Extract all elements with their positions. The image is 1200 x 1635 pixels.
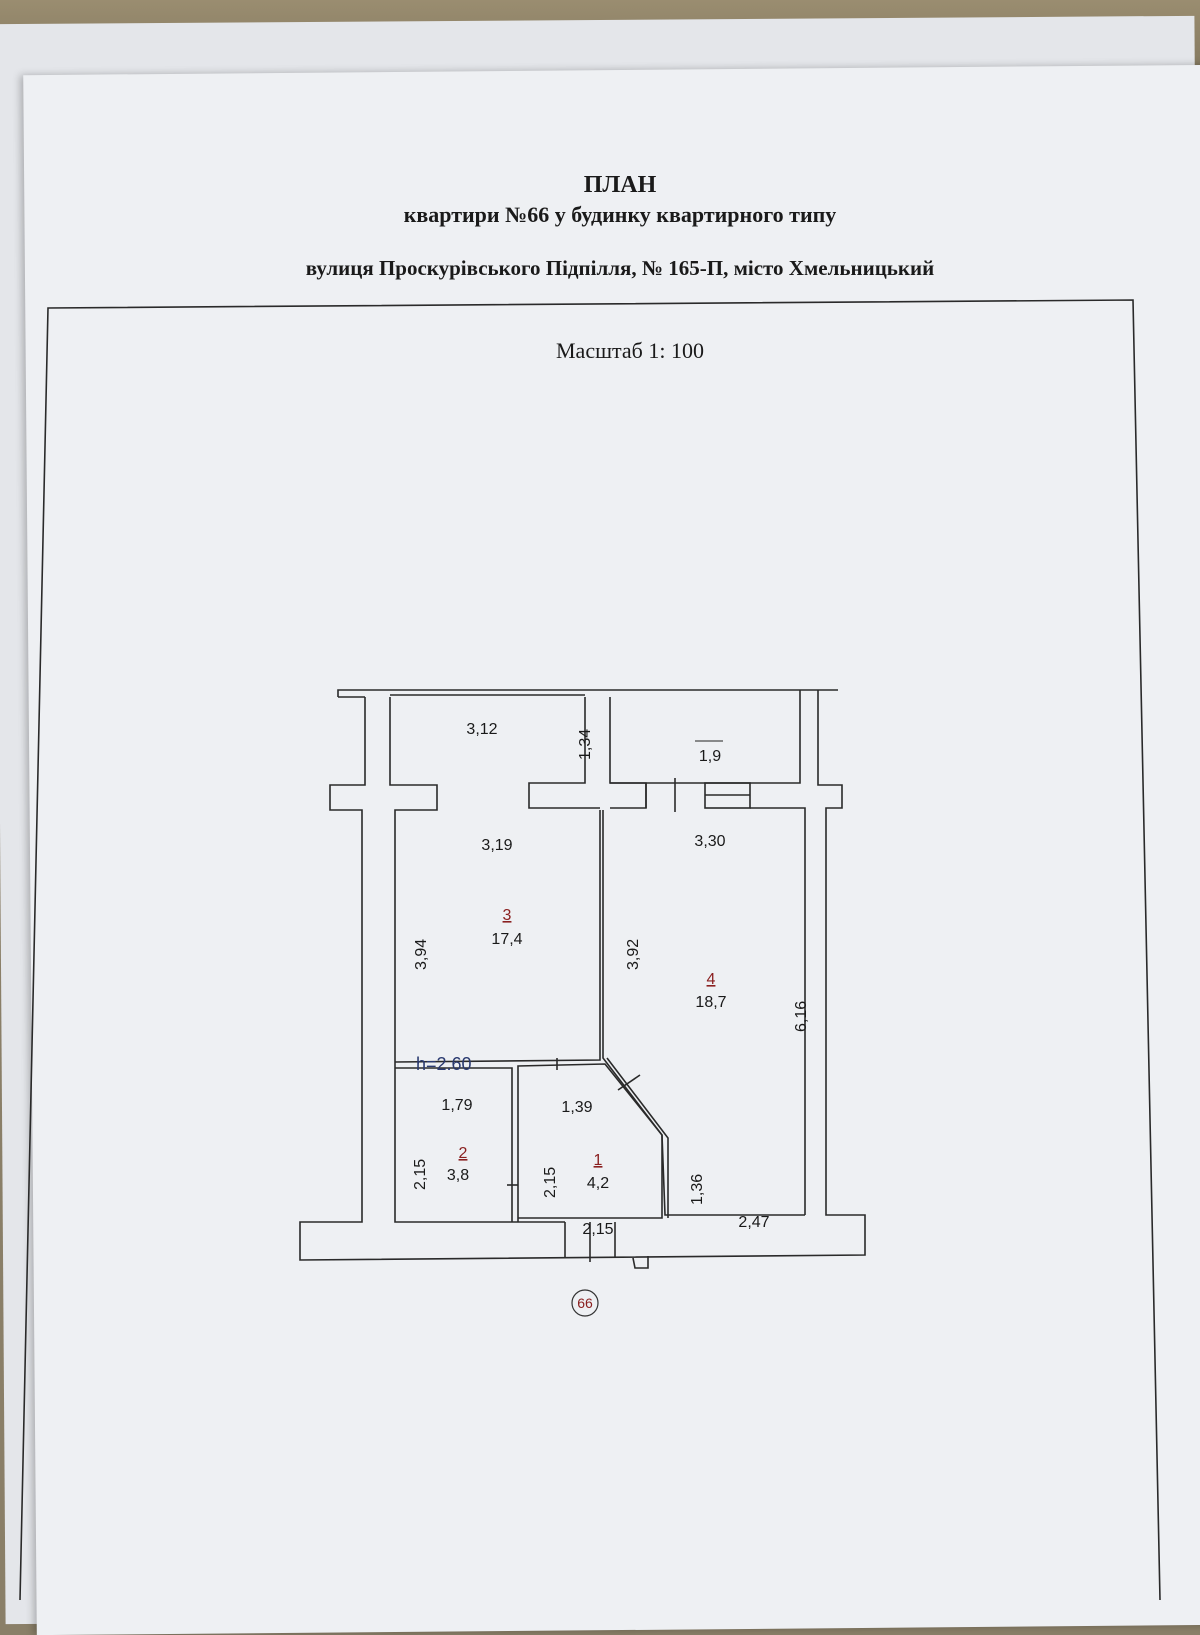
room-number-3: 3 xyxy=(503,907,512,924)
dim-label: 2,15 xyxy=(412,1159,429,1190)
room-number-1: 1 xyxy=(594,1152,603,1169)
dim-label: 2,47 xyxy=(738,1214,769,1231)
walls xyxy=(299,689,866,1269)
apartment-marker-circle xyxy=(571,1289,599,1317)
document-subtitle: квартири №66 у будинку квартирного типу xyxy=(403,202,837,227)
dim-label: 1,39 xyxy=(561,1099,592,1116)
dim-label: 1,36 xyxy=(689,1174,706,1205)
dim-label: 6,16 xyxy=(793,1001,810,1032)
dim-label: 2,15 xyxy=(582,1221,613,1238)
page-frame xyxy=(19,299,1161,1600)
room-number-2: 2 xyxy=(459,1145,468,1162)
floor-plan: Масштаб 1: 100 3,12 1 xyxy=(19,299,1161,1600)
scale-label: Масштаб 1: 100 xyxy=(556,338,704,363)
dim-label: 1,34 xyxy=(577,729,594,760)
dim-label: 3,30 xyxy=(694,833,725,850)
dim-label: 3,94 xyxy=(413,939,430,970)
room-number-4: 4 xyxy=(707,971,716,988)
dim-label: 1,79 xyxy=(441,1097,472,1114)
document-address: вулиця Проскурівського Підпілля, № 165-П… xyxy=(305,256,935,280)
dim-label: 2,15 xyxy=(542,1167,559,1198)
room-area-3: 17,4 xyxy=(491,931,522,948)
room-area-2: 3,8 xyxy=(447,1167,469,1184)
apartment-marker: 66 xyxy=(577,1295,593,1311)
dimension-labels: 3,12 1,34 1,9 3,19 3,30 3 17,4 3,94 3,92… xyxy=(412,721,810,1238)
dim-label: 3,92 xyxy=(625,939,642,970)
room-area-balcony: 1,9 xyxy=(699,748,721,765)
dim-label: 3,19 xyxy=(481,837,512,854)
dim-label: 3,12 xyxy=(466,721,497,738)
room-area-1: 4,2 xyxy=(587,1175,609,1192)
room-area-4: 18,7 xyxy=(695,994,726,1011)
document-title: ПЛАН xyxy=(583,172,657,198)
ceiling-height: h=2.60 xyxy=(416,1054,472,1074)
